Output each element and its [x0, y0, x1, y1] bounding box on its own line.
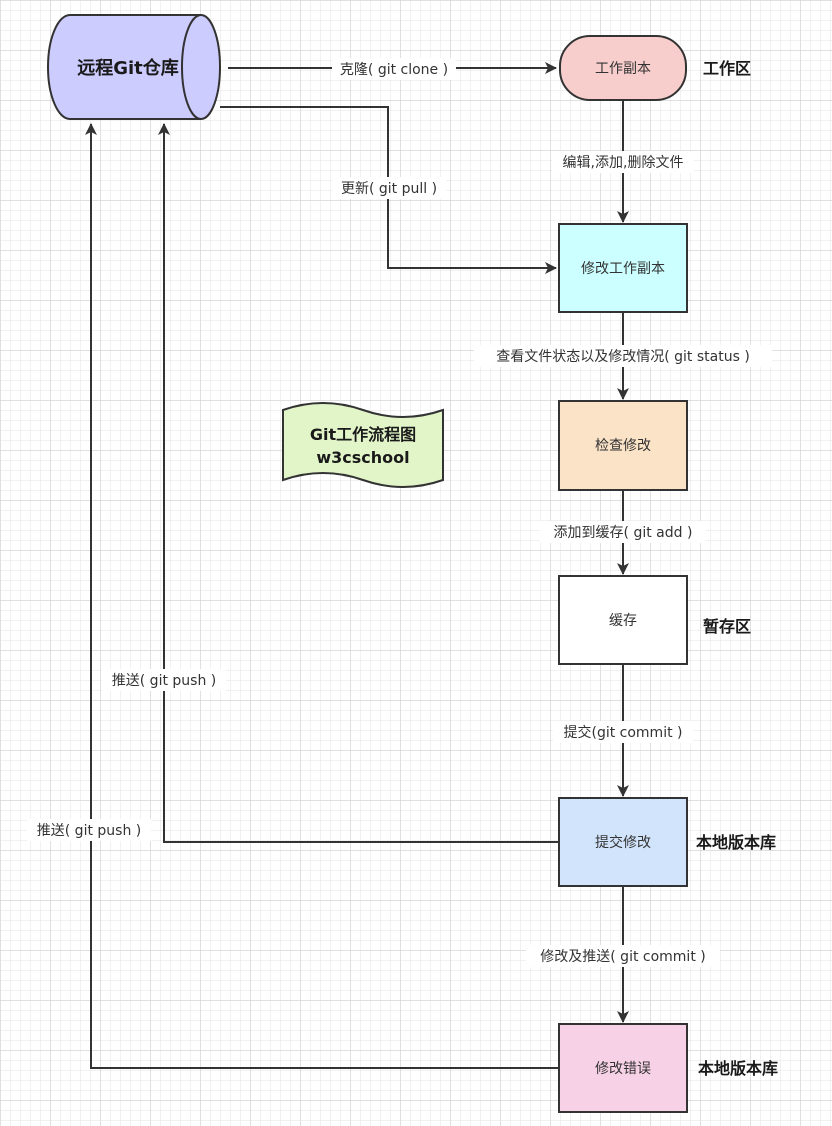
fix-errors-label: 修改错误	[595, 1061, 651, 1077]
check-changes-label: 检查修改	[595, 438, 651, 454]
commit-changes-label: 提交修改	[595, 834, 651, 851]
zone-label-local-repo-2: 本地版本库	[698, 1059, 778, 1078]
edge-label-push-outer: 推送( git push )	[37, 823, 141, 839]
remote-repo-label: 远程Git仓库	[77, 57, 179, 79]
edge-label-pull: 更新( git pull )	[341, 181, 437, 197]
title-tag: Git工作流程图 w3cschool	[282, 402, 444, 488]
zone-label-local-repo-1: 本地版本库	[696, 833, 776, 852]
edge-label-commit: 提交(git commit )	[563, 724, 682, 741]
check-changes-node: 检查修改	[558, 400, 688, 491]
title-tag-line1: Git工作流程图	[310, 425, 416, 444]
edge-push-inner	[158, 123, 558, 843]
working-copy-label: 工作副本	[595, 61, 651, 77]
edge-push-outer	[85, 123, 558, 1069]
cache-node: 缓存	[558, 575, 688, 665]
commit-changes-node: 提交修改	[558, 797, 688, 887]
title-tag-line2: w3cschool	[316, 448, 409, 467]
edge-label-push-inner: 推送( git push )	[112, 673, 216, 689]
zone-label-workspace: 工作区	[703, 59, 751, 78]
zone-label-staging: 暂存区	[703, 617, 751, 636]
edge-label-clone: 克隆( git clone )	[340, 62, 448, 78]
edge-label-edit: 编辑,添加,删除文件	[563, 155, 684, 171]
edge-label-commit-push: 修改及推送( git commit )	[540, 949, 705, 965]
remote-repo-node: 远程Git仓库	[47, 14, 221, 120]
fix-errors-node: 修改错误	[558, 1023, 688, 1113]
working-copy-node: 工作副本	[559, 35, 687, 101]
edge-label-status: 查看文件状态以及修改情况( git status )	[496, 349, 750, 365]
modify-copy-node: 修改工作副本	[558, 223, 688, 313]
modify-copy-label: 修改工作副本	[581, 261, 665, 277]
cache-label: 缓存	[609, 613, 637, 629]
edge-label-add: 添加到缓存( git add )	[554, 525, 693, 541]
